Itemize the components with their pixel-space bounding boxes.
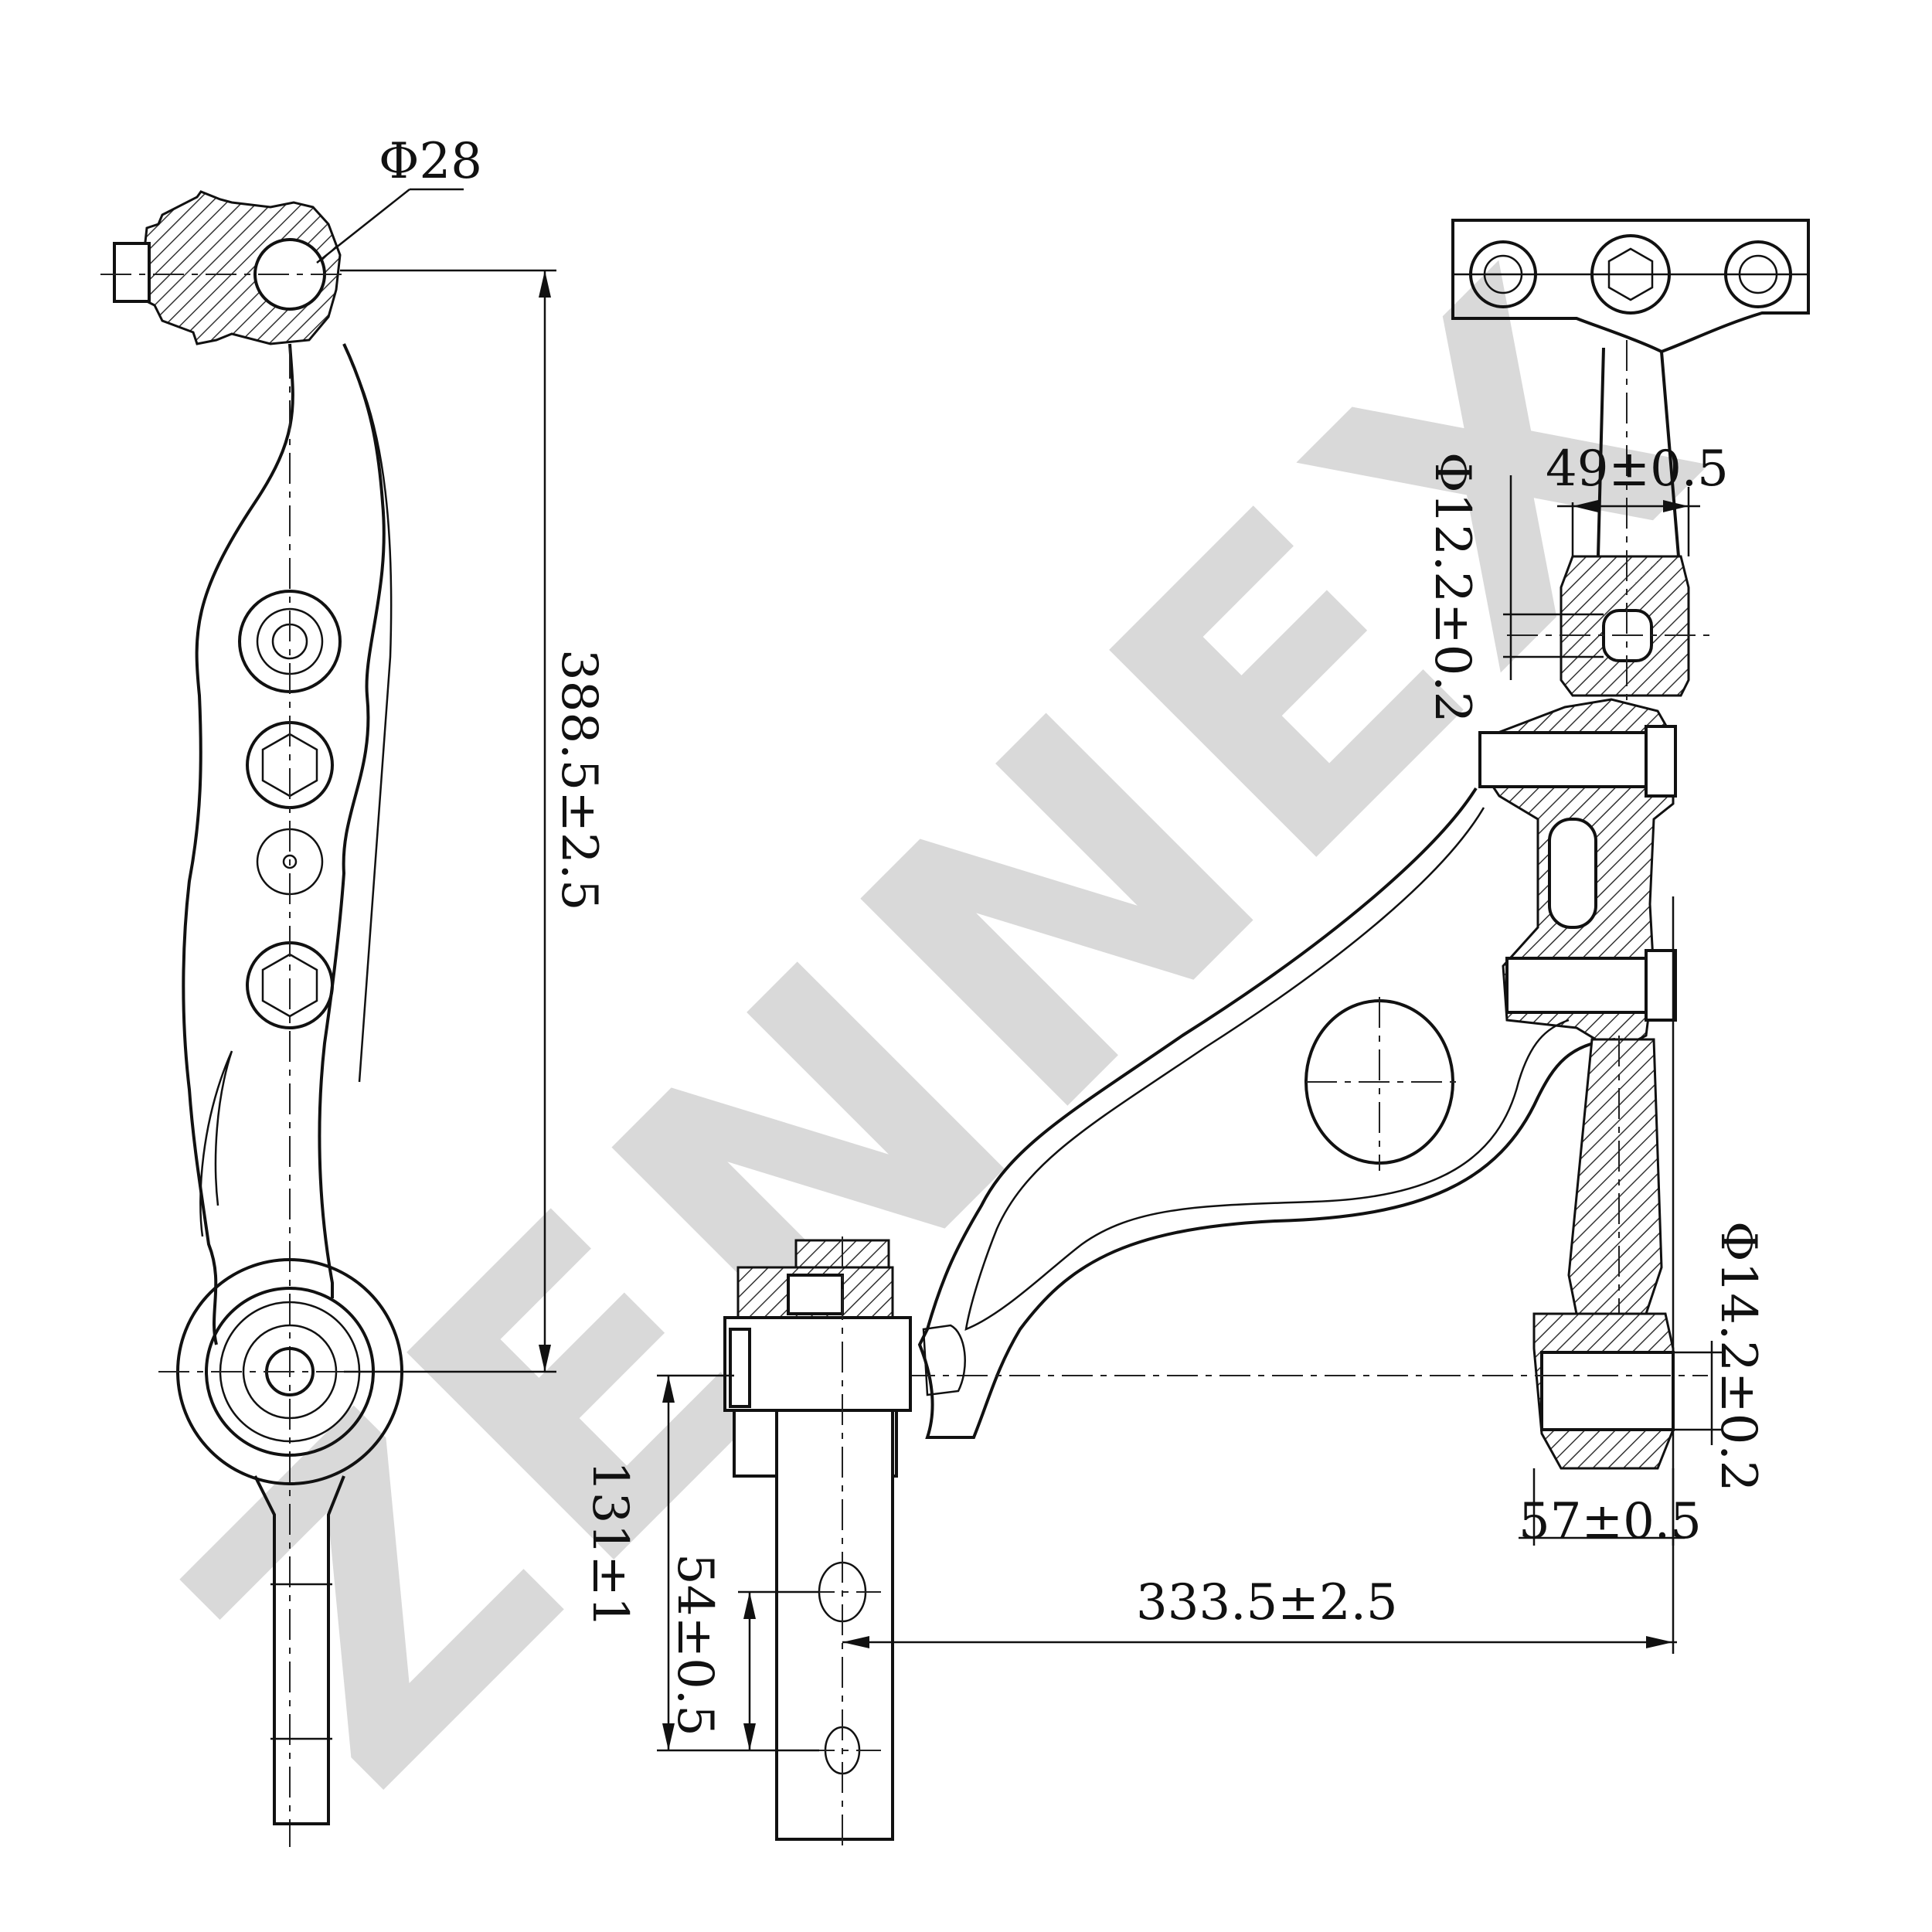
watermark: ZENNEX: [107, 184, 1792, 1869]
dim-top-bushing-diameter: Φ12.2±0.2: [1423, 452, 1481, 723]
watermark-text: ZENNEX: [107, 184, 1792, 1869]
dim-top-bushing-width: 49±0.5: [1546, 440, 1729, 498]
dim-overall-length: 388.5±2.5: [550, 649, 607, 911]
arm-rib-left: [199, 1050, 233, 1237]
end-bushing: [723, 1236, 966, 1847]
dim-bottom-bushing-width: 57±0.5: [1519, 1493, 1702, 1550]
main-arm-inner: [964, 807, 1570, 1331]
dim-height-offset: 131±1: [581, 1461, 638, 1628]
arm-rib: [350, 362, 393, 1083]
main-arm-outer: [917, 787, 1616, 1439]
arm-outline: [182, 343, 294, 1345]
side-view: 388.5±2.5 Φ28: [100, 133, 607, 1847]
top-stem: [1597, 347, 1680, 557]
dim-bottom-bushing-diameter: Φ14.2±0.2: [1709, 1221, 1767, 1492]
dim-arm-span: 333.5±2.5: [1136, 1574, 1398, 1631]
arm-outline-right: [318, 343, 386, 1298]
side-shaft: [253, 1475, 345, 1825]
dim-hole-spacing: 54±0.5: [666, 1553, 723, 1736]
bolt-lower: [1505, 957, 1667, 1014]
bolt-upper: [1478, 731, 1667, 788]
stud-nut: [113, 242, 151, 303]
dim-ball-stud: Φ28: [379, 133, 482, 190]
top-view: 49±0.5 Φ12.2±0.2 Φ14.2±0.2 57±0.5 333.5±…: [581, 219, 1810, 1847]
top-bracket: [1451, 219, 1810, 354]
lower-stem: [1567, 1038, 1663, 1315]
